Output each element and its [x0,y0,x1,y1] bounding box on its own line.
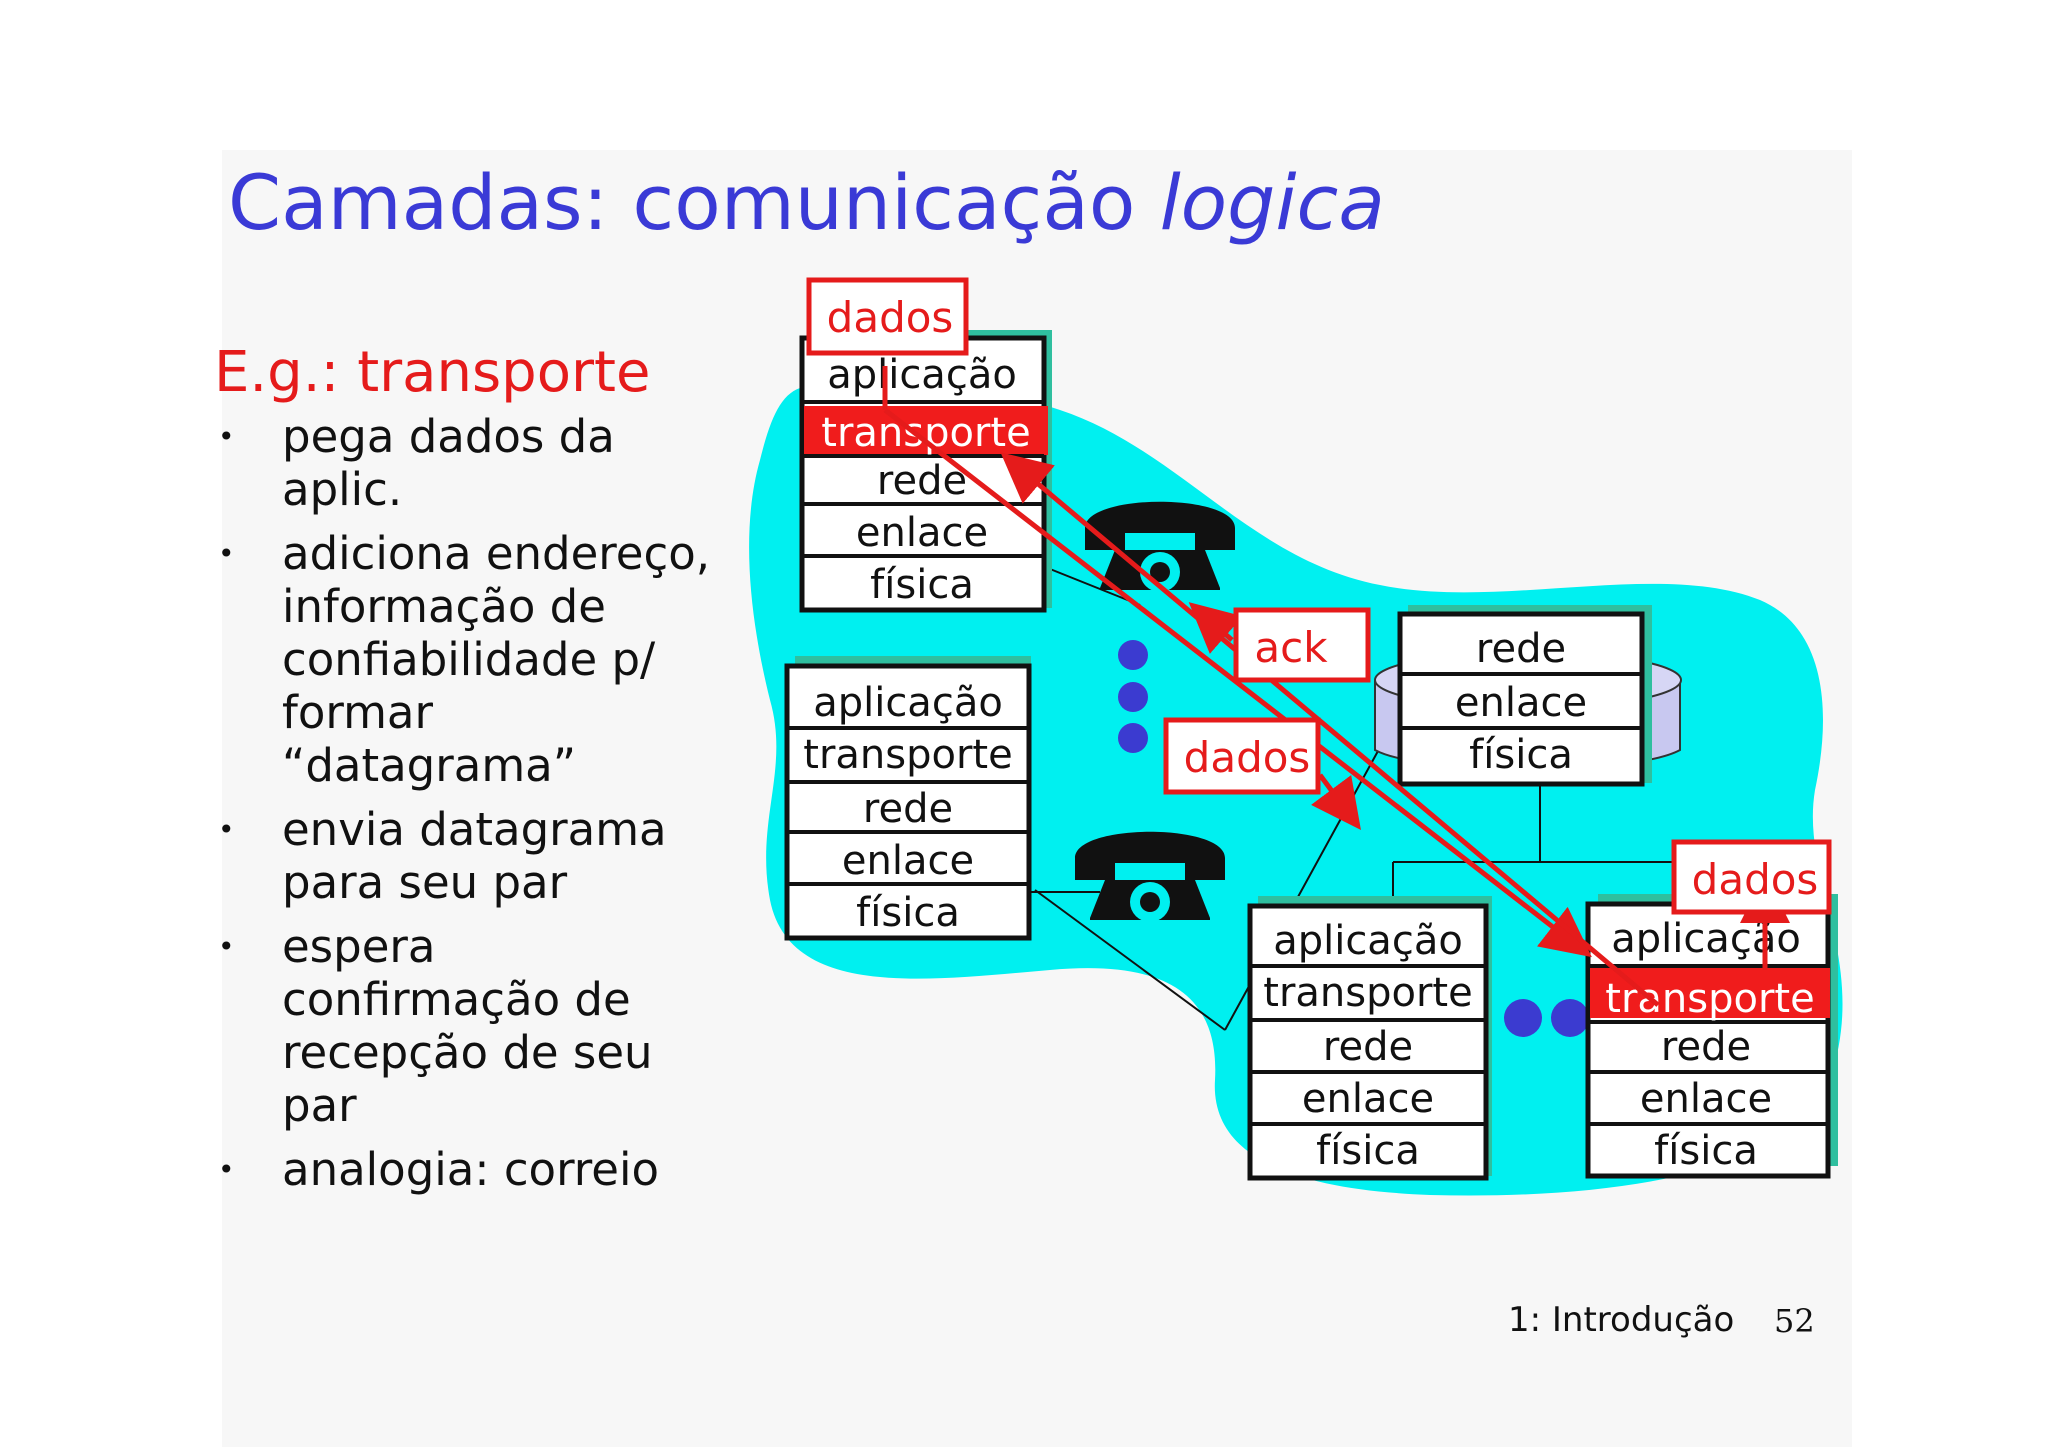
bullet-item: • espera confirmação de recepção de seu p… [214,920,734,1132]
layer-label: física [856,890,960,936]
stack-bottom-right: aplicação transporte rede enlace física [1585,894,1838,1179]
title-italic: logica [1159,158,1385,247]
bullet-list: • pega dados da aplic. • adiciona endereço… [214,410,734,1207]
bullet-dot-icon: • [218,813,235,846]
arrows [882,366,1790,1007]
arrow-stub [1188,602,1243,654]
bullet-item: • analogia: correio [214,1143,734,1196]
layer-label: transporte [1605,976,1814,1022]
dot [1118,640,1148,670]
dot [1504,999,1542,1037]
title-main: Camadas: comunicação [228,158,1160,247]
layer-label: aplicação [827,352,1017,398]
arrow-stub [1311,773,1361,831]
link-line [1034,889,1226,1031]
bullet-text: pega dados da aplic. [282,410,615,516]
bullet-text: envia datagrama para seu par [282,803,667,909]
bullet-dot-icon: • [218,930,235,963]
bullet-dot-icon: • [218,1153,235,1186]
bullet-text: espera confirmação de recepção de seu pa… [282,920,653,1132]
layer-label: física [1469,732,1573,778]
bullet-item: • pega dados da aplic. [214,410,734,516]
layer-label: física [1316,1128,1420,1174]
bullet-dot-icon: • [218,420,235,453]
layer-label: enlace [1302,1076,1434,1122]
page-number: 52 [1774,1302,1815,1340]
dot [1551,999,1589,1037]
label-ack: ack [1233,607,1371,683]
footer-section: 1: Introdução [1508,1300,1735,1340]
ack-arrow [1000,452,1660,1007]
layer-label: enlace [1455,680,1587,726]
link-line [1039,564,1141,606]
bullet-item: • envia datagrama para seu par [214,803,734,909]
label-text: ack [1254,623,1328,672]
telephone-icon [1075,831,1225,922]
layer-label: física [1654,1128,1758,1174]
layer-label: rede [863,786,953,832]
layer-label: aplicação [1611,916,1801,962]
layer-label: transporte [821,410,1030,456]
layer-label: enlace [856,510,988,556]
layer-label: rede [1476,626,1566,672]
stack-bottom-middle: aplicação transporte rede enlace física [1247,896,1492,1181]
ellipsis-dots [1118,640,1589,1037]
layer-label: transporte [803,732,1012,778]
layer-label: aplicação [1273,918,1463,964]
bullet-text: adiciona endereço, informação de confiab… [282,527,711,792]
layer-label: enlace [842,838,974,884]
layer-label: enlace [1640,1076,1772,1122]
layer-label: rede [1661,1024,1751,1070]
bullet-text: analogia: correio [282,1143,660,1196]
slide-title: Camadas: comunicação logica [228,158,1385,247]
subtitle: E.g.: transporte [214,340,651,405]
bullet-item: • adiciona endereço, informação de confia… [214,527,734,792]
label-dados-middle: dados [1163,717,1321,795]
dot [1118,723,1148,753]
layer-label: física [870,562,974,608]
bullet-dot-icon: • [218,537,235,570]
stack-top-left: aplicação transporte rede enlace física [799,330,1052,613]
label-text: dados [1692,855,1819,904]
dot [1118,682,1148,712]
label-text: dados [1184,733,1311,782]
label-dados-right: dados [1671,839,1832,915]
layer-label: transporte [1263,970,1472,1016]
label-text: dados [827,293,954,342]
layer-label: aplicação [813,680,1003,726]
layer-label: rede [877,458,967,504]
stack-middle-left: aplicação transporte rede enlace física [784,656,1032,941]
stack-router: rede enlace física [1397,605,1652,787]
layer-label: rede [1323,1024,1413,1070]
label-dados-top: dados [806,277,969,356]
